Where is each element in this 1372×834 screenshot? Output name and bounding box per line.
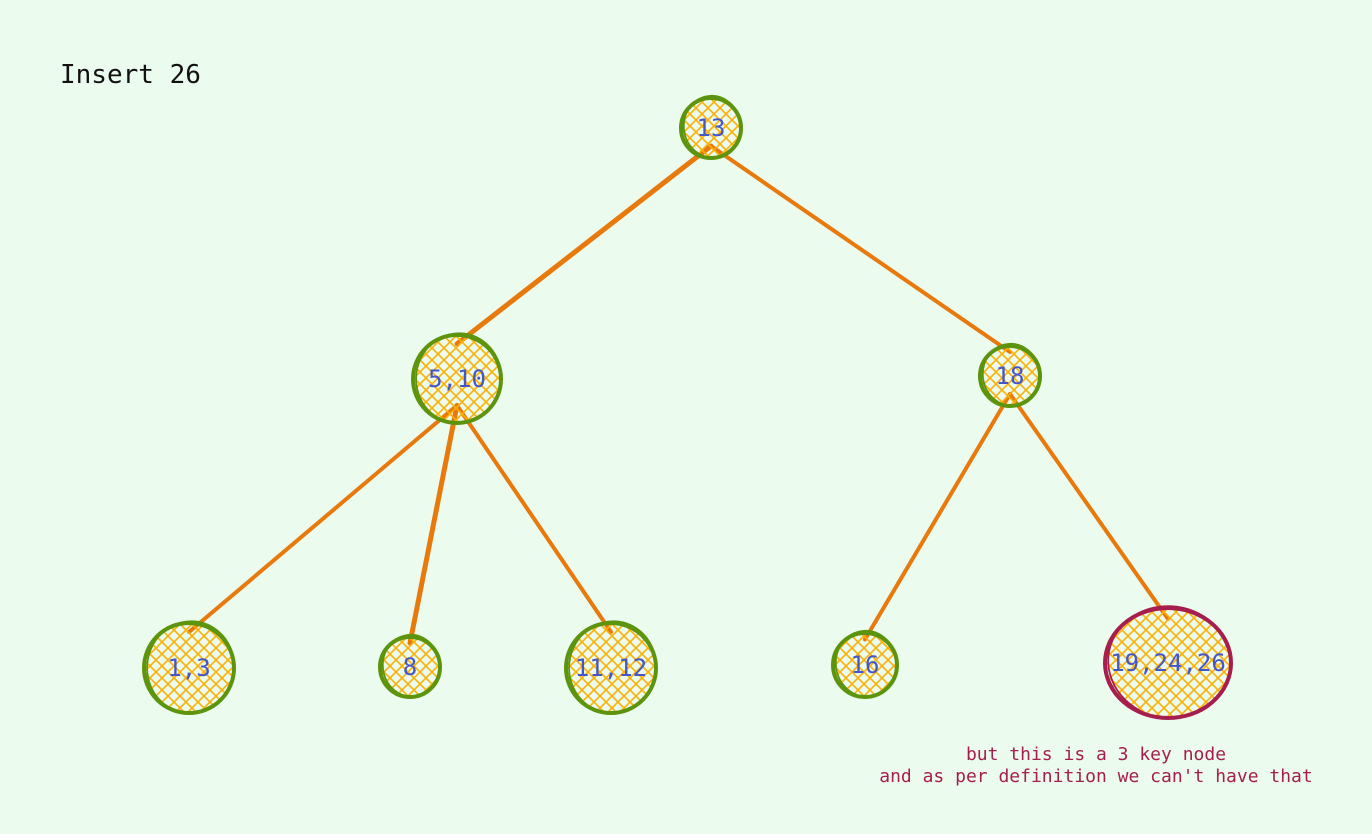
edge-left-to-leaf-2 bbox=[407, 402, 460, 646]
node-fill bbox=[980, 346, 1040, 406]
tree-node-leaf-1: 1,3 bbox=[142, 620, 236, 715]
node-outline-sketch bbox=[415, 332, 503, 425]
node-outline-sketch bbox=[568, 620, 658, 715]
node-fill bbox=[681, 98, 741, 158]
tree-node-leaf-4: 16 bbox=[831, 629, 899, 699]
diagram-title: Insert 26 bbox=[60, 60, 201, 90]
node-fill bbox=[1105, 608, 1231, 718]
note-line-1: but this is a 3 key node bbox=[965, 744, 1227, 765]
edge-left-to-leaf-3 bbox=[455, 403, 613, 634]
edge-root-to-right bbox=[709, 144, 1012, 354]
node-outline-sketch bbox=[146, 620, 236, 715]
tree-node-left: 5,10 bbox=[411, 332, 503, 425]
edge-left-to-leaf-1 bbox=[187, 403, 459, 634]
tree-node-leaf-3: 11,12 bbox=[564, 620, 658, 715]
node-label: 18 bbox=[996, 362, 1025, 390]
edge-right-to-leaf-5 bbox=[1008, 392, 1170, 621]
node-outline-sketch bbox=[1107, 605, 1232, 720]
node-fill bbox=[144, 623, 234, 713]
node-label: 1,3 bbox=[167, 654, 210, 682]
node-label: 8 bbox=[403, 653, 417, 681]
tree-node-right: 18 bbox=[978, 342, 1042, 408]
nodes-layer: 13 5,10 18 1,3 8 11,12 16 19,24,26 bbox=[142, 94, 1233, 720]
node-fill bbox=[380, 637, 440, 697]
edges-layer bbox=[187, 143, 1170, 646]
node-fill bbox=[566, 623, 656, 713]
node-label: 11,12 bbox=[575, 654, 647, 682]
node-fill bbox=[413, 335, 501, 423]
tree-node-leaf-2: 8 bbox=[378, 633, 442, 699]
node-outline-sketch bbox=[381, 633, 441, 698]
node-label: 16 bbox=[851, 651, 880, 679]
tree-node-root: 13 bbox=[679, 94, 743, 160]
node-label: 13 bbox=[697, 114, 726, 142]
node-outline-sketch bbox=[981, 342, 1041, 407]
annotation-note: but this is a 3 key node and as per defi… bbox=[836, 744, 1356, 788]
node-label: 5,10 bbox=[428, 365, 486, 393]
edge-right-to-leaf-4 bbox=[863, 392, 1012, 642]
node-label: 19,24,26 bbox=[1110, 649, 1226, 677]
edge-root-to-left bbox=[454, 143, 714, 347]
note-line-2: and as per definition we can't have that bbox=[879, 766, 1313, 787]
tree-node-leaf-5: 19,24,26 bbox=[1103, 605, 1233, 720]
node-outline-sketch bbox=[834, 629, 898, 698]
node-outline-sketch bbox=[682, 94, 742, 159]
node-fill bbox=[833, 633, 897, 697]
